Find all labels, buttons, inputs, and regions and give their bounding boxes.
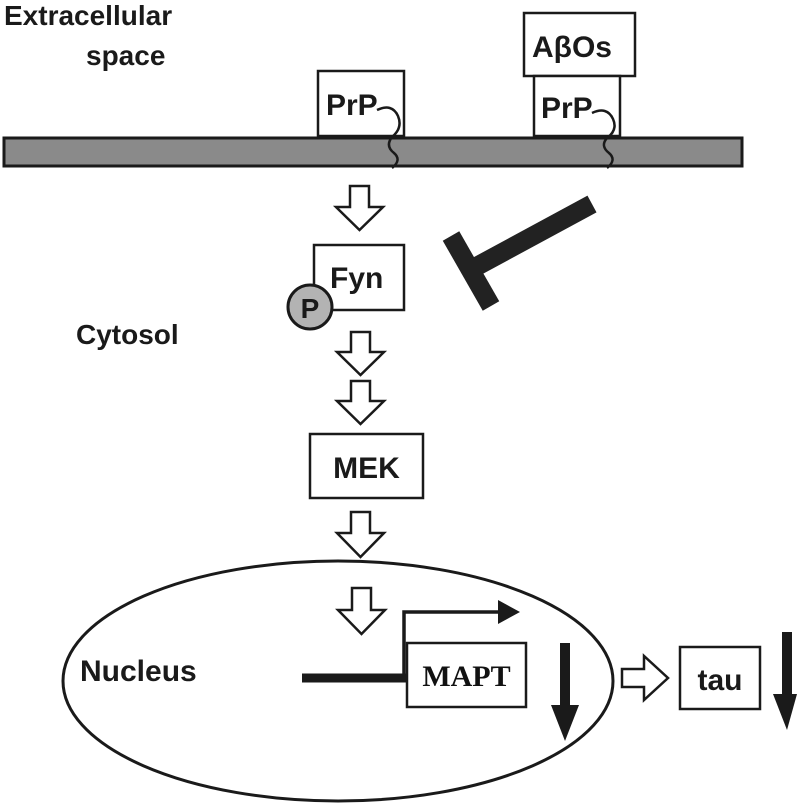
tau-decrease-arrow-shaft xyxy=(782,632,792,696)
inhibition-bar xyxy=(442,231,500,311)
mapt-decrease-arrowhead xyxy=(551,705,579,741)
arrow-fyn-to-mek-lower xyxy=(333,379,388,426)
fyn-label: Fyn xyxy=(330,262,383,295)
tau-decrease-arrowhead xyxy=(773,694,797,730)
nucleus-label: Nucleus xyxy=(80,655,197,688)
cell-membrane xyxy=(2,136,744,168)
inhibition-line xyxy=(465,195,597,279)
arrow-mapt-to-tau xyxy=(620,653,670,703)
abos-box xyxy=(522,11,637,78)
phosphorylation-label: P xyxy=(301,293,320,324)
mek-box xyxy=(308,432,425,500)
arrow-mek-to-nucleus xyxy=(334,510,387,559)
extracellular-label-line1: Extracellular xyxy=(4,0,172,31)
abos-label: AβOs xyxy=(532,31,612,64)
mapt-label: MAPT xyxy=(422,660,510,693)
prp-right-label: PrP xyxy=(541,92,593,125)
mapt-decrease-arrow-shaft xyxy=(560,643,570,707)
transcription-start-arrowhead xyxy=(498,600,520,624)
arrow-fyn-to-mek-upper xyxy=(333,330,388,377)
prp-left-gpi-anchor xyxy=(376,106,401,169)
prp-left-box xyxy=(316,69,406,138)
mapt-box xyxy=(405,641,528,709)
mek-label: MEK xyxy=(333,452,400,485)
tau-label: tau xyxy=(698,664,743,697)
prp-right-gpi-anchor xyxy=(591,109,616,169)
transcription-start-arrow-line xyxy=(402,610,500,674)
tau-box xyxy=(678,645,762,711)
prp-left-label: PrP xyxy=(326,89,378,122)
cytosol-label: Cytosol xyxy=(76,319,179,350)
arrow-membrane-to-fyn xyxy=(332,184,387,232)
extracellular-label-line2: space xyxy=(86,40,165,71)
phosphorylation-circle xyxy=(286,283,334,331)
arrow-to-promoter xyxy=(335,586,388,636)
prp-right-box xyxy=(532,74,622,138)
nucleus-ellipse xyxy=(61,559,615,803)
